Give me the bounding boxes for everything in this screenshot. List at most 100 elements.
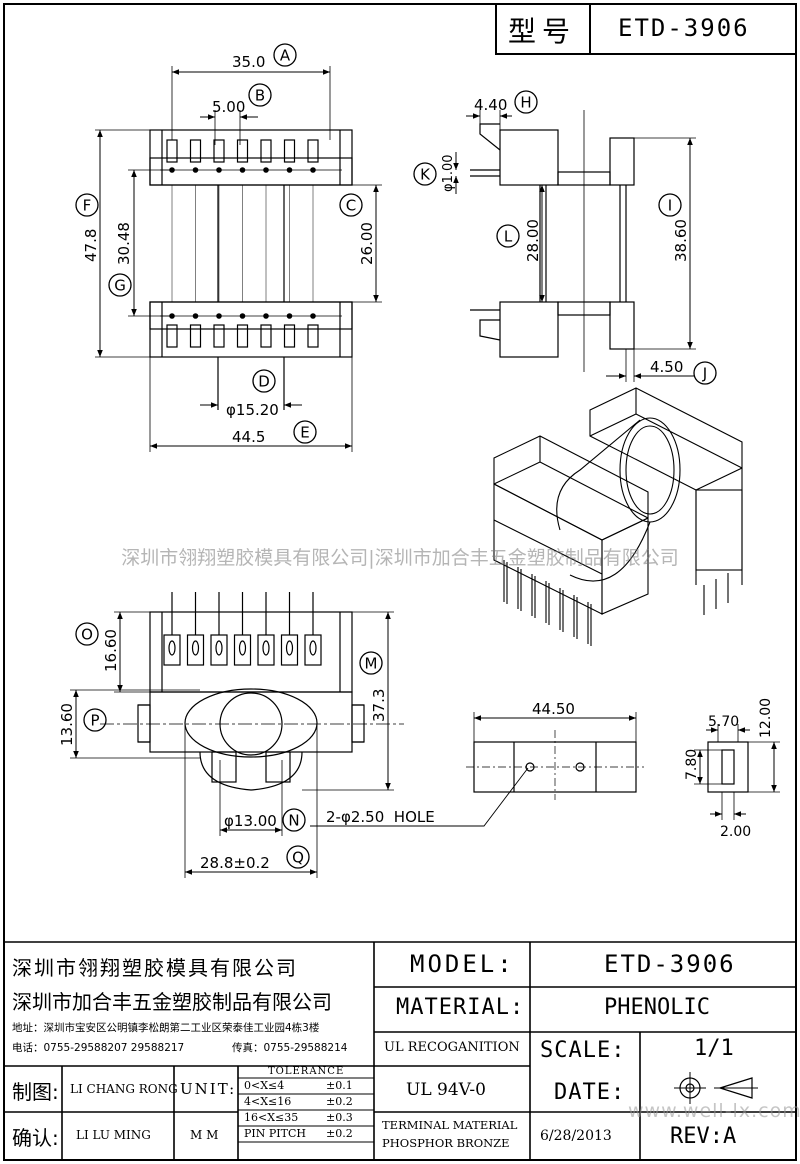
top-pin — [260, 139, 272, 163]
dim-f: 47.8 — [82, 229, 100, 262]
dim-j: 4.50 — [650, 358, 683, 376]
callout-letter-c: C — [346, 197, 356, 215]
scale-label: SCALE: — [540, 1038, 626, 1063]
bottom-pin — [236, 324, 249, 348]
tolerance-value: ±0.3 — [326, 1111, 353, 1124]
tolerance-value: ±0.2 — [326, 1095, 353, 1108]
dim-q: 28.8±0.2 — [200, 854, 270, 872]
header-model-label: 型号 — [508, 15, 577, 48]
dim-g: 30.48 — [115, 222, 133, 265]
terminal-material-line2: PHOSPHOR BRONZE — [382, 1136, 510, 1150]
dim-m: 37.3 — [370, 689, 388, 722]
rev-label: REV:A — [670, 1124, 737, 1149]
dim-l: 28.00 — [524, 219, 542, 262]
bottom-pin — [213, 324, 225, 348]
drawn-label: 制图: — [12, 1080, 59, 1104]
pcb-dim-b: 12.00 — [758, 698, 774, 738]
header-box — [495, 3, 797, 55]
pcb-dim-a: 5.70 — [708, 714, 739, 730]
model-value: ETD-3906 — [604, 950, 736, 978]
pcb-width: 44.50 — [532, 700, 575, 718]
callout-letter-d: D — [258, 373, 270, 391]
dim-d: φ15.20 — [226, 401, 279, 419]
bottom-pin — [260, 324, 272, 348]
callout-letter-b: B — [255, 87, 265, 105]
top-pin — [236, 139, 249, 163]
pcb-dim-c: 7.80 — [684, 749, 700, 780]
callout-letter-i: I — [668, 197, 672, 215]
dim-e: 44.5 — [232, 428, 265, 446]
dimension-texts: 35.0 5.00 26.00 φ15.20 44.5 47.8 30.48 4… — [58, 53, 774, 872]
company-address: 地址：深圳市宝安区公明镇李松朗第二工业区荣泰佳工业园4栋3楼 — [12, 1022, 320, 1034]
top-pin — [189, 139, 202, 163]
tolerance-range: PIN PITCH — [244, 1127, 306, 1140]
material-value: PHENOLIC — [604, 995, 710, 1020]
dim-o: 16.60 — [102, 629, 120, 672]
callout-letter-h: H — [520, 94, 531, 112]
top-view — [95, 66, 382, 452]
unit-value: M M — [190, 1128, 219, 1142]
dim-c: 26.00 — [358, 222, 376, 265]
date-value: 6/28/2013 — [540, 1128, 612, 1144]
checked-name: LI LU MING — [76, 1128, 151, 1142]
dim-b: 5.00 — [212, 98, 245, 116]
callout-letter-l: L — [504, 228, 513, 246]
company-name-1: 深圳市翎翔塑胶模具有限公司 — [12, 956, 298, 980]
dim-a: 35.0 — [232, 53, 265, 71]
isometric-view — [493, 387, 743, 646]
tolerance-value: ±0.1 — [326, 1079, 353, 1092]
company-name-2: 深圳市加合丰五金塑胶制品有限公司 — [12, 990, 332, 1014]
top-pin — [307, 139, 319, 163]
header-model-value: ETD-3906 — [618, 14, 750, 42]
tolerance-range: 4<X≤16 — [244, 1095, 292, 1108]
callout-letter-a: A — [280, 47, 291, 65]
ul-label: UL RECOGANITION — [384, 1040, 520, 1055]
model-label: MODEL: — [410, 950, 515, 978]
callout-letter-q: Q — [292, 849, 304, 867]
drawn-name: LI CHANG RONG — [70, 1082, 178, 1096]
callout-letter-e: E — [300, 424, 309, 442]
terminal-material-line1: TERMINAL MATERIAL — [382, 1118, 518, 1132]
dim-k: φ1.00 — [441, 154, 456, 192]
callout-letter-g: G — [114, 277, 126, 295]
callout-letter-p: P — [90, 712, 99, 730]
front-view — [70, 592, 529, 878]
watermark-text: 深圳市翎翔塑胶模具有限公司|深圳市加合丰五金塑胶制品有限公司 — [121, 547, 679, 569]
pcb-layout-view — [466, 712, 644, 800]
tolerance-value: ±0.2 — [326, 1127, 353, 1140]
top-pin — [166, 139, 178, 163]
callout-letter-o: O — [81, 626, 93, 644]
unit-label: UNIT: — [180, 1080, 237, 1098]
bottom-pin — [189, 324, 202, 348]
title-block — [4, 941, 796, 1160]
watermark-url: www.well-lx.com — [628, 1100, 800, 1122]
dim-h: 4.40 — [474, 96, 507, 114]
bottom-pin — [307, 324, 319, 348]
side-view — [453, 110, 696, 382]
tolerance-range: 16<X≤35 — [244, 1111, 299, 1124]
date-label: DATE: — [554, 1080, 626, 1105]
scale-value: 1/1 — [694, 1036, 734, 1061]
callout-letter-j: J — [702, 365, 707, 383]
callout-letter-k: K — [420, 166, 431, 184]
dim-p: 13.60 — [58, 703, 76, 746]
company-phone: 电话：0755-29588207 29588217 — [12, 1042, 185, 1054]
tolerance-range: 0<X≤4 — [244, 1079, 285, 1092]
hole-note: 2-φ2.50 HOLE — [326, 808, 435, 826]
bottom-pin — [166, 324, 178, 348]
ul-value: UL 94V-0 — [406, 1080, 486, 1100]
tolerance-title: TOLERANCE — [268, 1066, 345, 1077]
pcb-dim-d: 2.00 — [720, 824, 751, 840]
end-view — [694, 724, 780, 820]
top-pin — [283, 139, 296, 163]
checked-label: 确认: — [12, 1126, 59, 1150]
top-pin — [213, 139, 225, 163]
sheet-border — [3, 3, 797, 1161]
dim-i: 38.60 — [672, 219, 690, 262]
material-label: MATERIAL: — [396, 995, 525, 1020]
callout-letter-f: F — [83, 197, 92, 215]
dim-n: φ13.00 — [224, 812, 277, 830]
callout-letter-n: N — [288, 812, 299, 830]
